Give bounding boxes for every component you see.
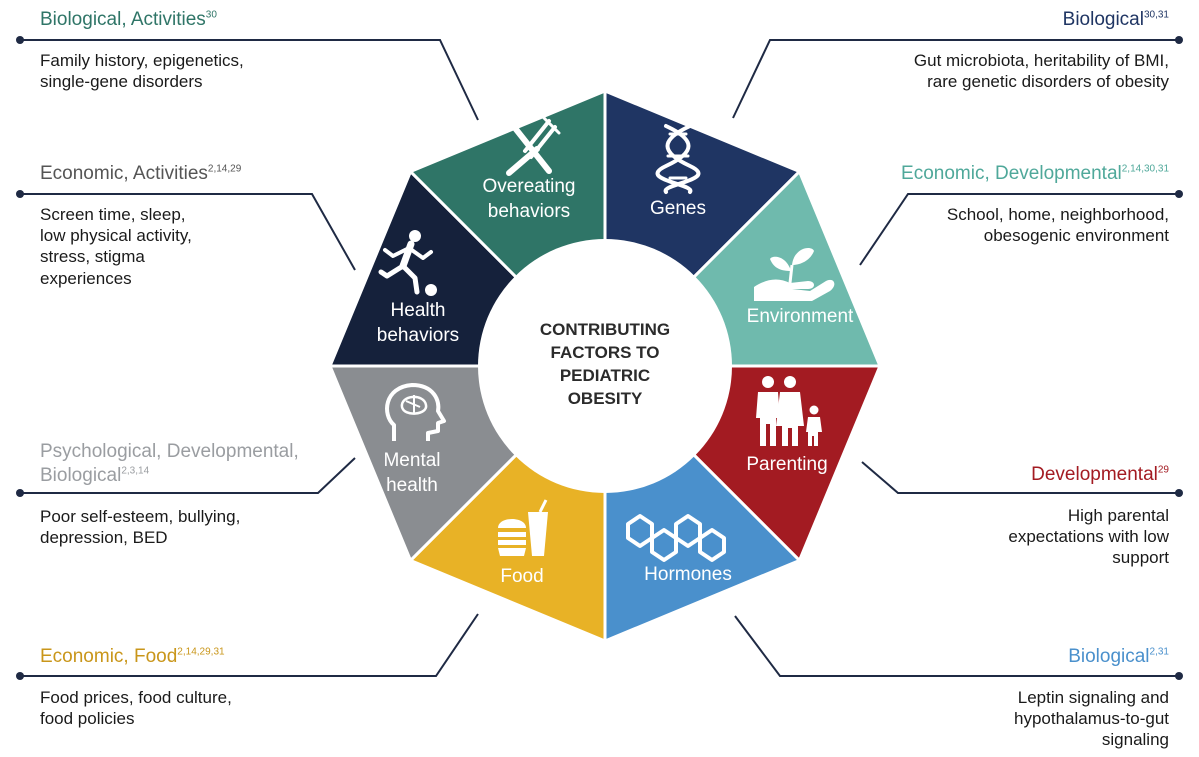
segment-label-genes: Genes (650, 198, 706, 219)
center-title-line: OBESITY (567, 389, 643, 408)
connector-line (859, 193, 1179, 266)
callout-category: Biological, Activities30 (40, 9, 217, 30)
callout-description: High parental expectations with low supp… (1008, 505, 1169, 568)
callout-description: Food prices, food culture, food policies (40, 687, 232, 728)
connector-line (734, 615, 1179, 677)
center-title-line: CONTRIBUTING (539, 320, 671, 339)
segment-label-parenting: Parenting (746, 454, 827, 475)
family-icon (756, 376, 822, 446)
center-title-line: FACTORS TO (550, 343, 660, 362)
molecule-icon (626, 514, 726, 562)
center-title-line: PEDIATRIC (559, 366, 651, 385)
callout-health-behaviors: Economic, Activities2,14,29 Screen time,… (40, 162, 241, 289)
callout-description: School, home, neighborhood, obesogenic e… (946, 204, 1169, 245)
connector-dot (16, 489, 24, 497)
connector-dot (1175, 190, 1183, 198)
brain-head-icon (385, 383, 446, 441)
fork-knife-icon (506, 115, 561, 176)
connector-dot (1175, 672, 1183, 680)
center-circle (478, 239, 732, 493)
connector-line (20, 193, 356, 271)
connector-line (20, 457, 356, 494)
callout-description: Poor self-esteem, bullying, depression, … (40, 506, 241, 547)
connector-line (732, 39, 1179, 119)
callout-description: Gut microbiota, heritability of BMI, rar… (913, 50, 1169, 91)
callout-category: Biological2,31 (1068, 646, 1169, 667)
connector-line (20, 39, 479, 121)
callout-category: Economic, Food2,14,29,31 (40, 646, 225, 667)
segment-label-environment: Environment (747, 306, 854, 327)
segment-label-hormones: Hormones (644, 564, 732, 585)
connector-lines (16, 36, 1183, 680)
callout-category: Developmental29 (1031, 464, 1169, 485)
connector-dot (16, 190, 24, 198)
callout-environment: Economic, Developmental2,14,30,31 School… (901, 162, 1169, 246)
segment-icons (378, 115, 835, 562)
connector-dot (1175, 36, 1183, 44)
center-title: CONTRIBUTING FACTORS TO PEDIATRIC OBESIT… (505, 318, 705, 410)
callout-category: Biological30,31 (1062, 9, 1169, 30)
callout-description: Family history, epigenetics, single-gene… (40, 50, 244, 91)
callout-parenting: Developmental29 High parental expectatio… (1008, 463, 1169, 569)
callout-mental-health: Psychological, Developmental, Biological… (40, 440, 299, 548)
dna-icon (655, 124, 701, 194)
callout-category: Economic, Activities2,14,29 (40, 163, 242, 184)
connector-dot (16, 672, 24, 680)
callout-hormones: Biological2,31 Leptin signaling and hypo… (1014, 645, 1169, 751)
callout-genes: Biological30,31 Gut microbiota, heritabi… (914, 8, 1169, 92)
callout-overeating: Biological, Activities30 Family history,… (40, 8, 244, 92)
segment-label-food: Food (500, 566, 543, 587)
runner-ball-icon (378, 230, 437, 296)
callout-category: Economic, Developmental2,14,30,31 (901, 163, 1169, 184)
connector-line (20, 613, 479, 677)
connector-dot (16, 36, 24, 44)
connector-dot (1175, 489, 1183, 497)
plant-hand-icon (754, 247, 835, 301)
connector-line (861, 461, 1179, 494)
callout-food: Economic, Food2,14,29,31 Food prices, fo… (40, 645, 232, 729)
callout-category: Psychological, Developmental, Biological… (40, 441, 299, 486)
callout-description: Screen time, sleep, low physical activit… (40, 204, 192, 288)
callout-description: Leptin signaling and hypothalamus-to-gut… (1014, 687, 1169, 750)
fast-food-icon (498, 499, 548, 556)
